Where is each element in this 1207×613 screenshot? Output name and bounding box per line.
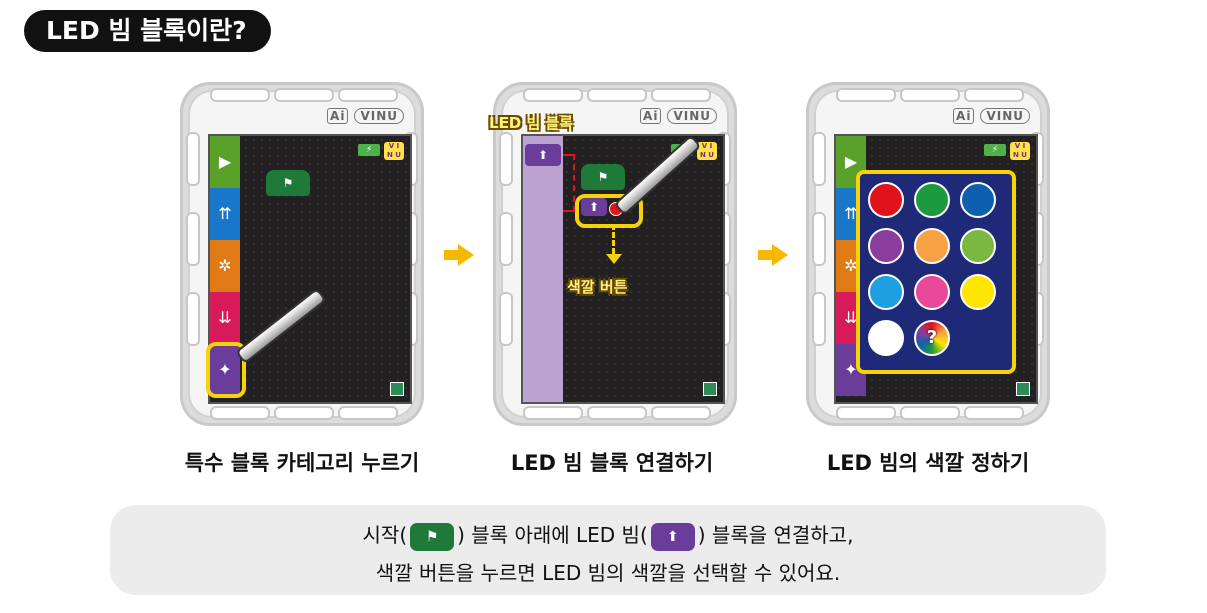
led-block-palette[interactable]: ⬆ bbox=[525, 144, 561, 166]
stylus-pen-icon bbox=[613, 134, 702, 216]
led-block-callout: LED 빔 블록 bbox=[489, 114, 574, 132]
color-palette-popup: ? bbox=[856, 170, 1016, 374]
category-bar: ▶ ⇈ ✲ ⇊ ✦ bbox=[210, 136, 240, 402]
category-sensor[interactable]: ✲ bbox=[210, 240, 240, 292]
category-motor[interactable]: ⇊ bbox=[210, 292, 240, 344]
color-swatch-green[interactable] bbox=[914, 182, 950, 218]
led-block-connected[interactable]: ⬆ bbox=[581, 198, 607, 216]
resize-icon[interactable] bbox=[1016, 382, 1030, 396]
color-swatch-purple[interactable] bbox=[868, 228, 904, 264]
vinu-logo: VINU bbox=[980, 108, 1030, 124]
info-box: 시작(⚑) 블록 아래에 LED 빔(⬆) 블록을 연결하고, 색깔 버튼을 누… bbox=[110, 505, 1106, 595]
upload-arrow-icon: ⬆ bbox=[650, 522, 695, 551]
right-arrow-icon bbox=[758, 244, 790, 266]
category-movement[interactable]: ⇈ bbox=[210, 188, 240, 240]
info-line-2: 색깔 버튼을 누르면 LED 빔의 색깔을 선택할 수 있어요. bbox=[375, 561, 841, 585]
color-swatch-orange[interactable] bbox=[914, 228, 950, 264]
highlight-special-category bbox=[206, 342, 246, 398]
start-block[interactable]: ⚑ bbox=[581, 164, 625, 190]
device-step-2: Ai VINU ⬆ ⚡ V IN U ⚑ ⬆ LED 빔 블록 색깔 버튼 bbox=[489, 82, 737, 426]
device-screen: ⬆ ⚡ V IN U ⚑ ⬆ bbox=[521, 134, 725, 404]
category-special[interactable]: ✦ bbox=[210, 344, 240, 396]
category-start[interactable]: ▶ bbox=[210, 136, 240, 188]
device-logo: Ai VINU bbox=[327, 108, 404, 124]
color-button-callout: 색깔 버튼 bbox=[567, 278, 628, 296]
special-block-drawer bbox=[523, 136, 563, 402]
page-title: LED 빔 블록이란? bbox=[24, 10, 271, 52]
ai-logo: Ai bbox=[327, 108, 349, 124]
color-swatch-yellow[interactable] bbox=[960, 274, 996, 310]
vinu-logo: VINU bbox=[667, 108, 717, 124]
color-swatch-lightgreen[interactable] bbox=[960, 228, 996, 264]
device-logo: Ai VINU bbox=[953, 108, 1030, 124]
stylus-pen-icon bbox=[235, 287, 327, 365]
step-1-label: 특수 블록 카테고리 누르기 bbox=[184, 451, 420, 475]
drag-path-line bbox=[563, 154, 575, 212]
step-3-label: LED 빔의 색깔 정하기 bbox=[826, 451, 1030, 475]
color-swatch-pink[interactable] bbox=[914, 274, 950, 310]
down-arrow-icon bbox=[606, 254, 622, 264]
color-swatch-white[interactable] bbox=[868, 320, 904, 356]
battery-icon: ⚡ bbox=[984, 144, 1006, 156]
color-swatch-red[interactable] bbox=[868, 182, 904, 218]
ai-logo: Ai bbox=[953, 108, 975, 124]
color-swatch-blue[interactable] bbox=[960, 182, 996, 218]
vinu-logo: VINU bbox=[354, 108, 404, 124]
color-swatch-skyblue[interactable] bbox=[868, 274, 904, 310]
right-arrow-icon bbox=[444, 244, 476, 266]
info-line-1: 시작(⚑) 블록 아래에 LED 빔(⬆) 블록을 연결하고, bbox=[110, 519, 1106, 551]
resize-icon[interactable] bbox=[703, 382, 717, 396]
flag-icon: ⚑ bbox=[410, 522, 455, 551]
start-block[interactable]: ⚑ bbox=[266, 170, 310, 196]
step-2-label: LED 빔 블록 연결하기 bbox=[510, 451, 714, 475]
battery-icon: ⚡ bbox=[358, 144, 380, 156]
resize-icon[interactable] bbox=[390, 382, 404, 396]
highlight-led-block bbox=[575, 194, 643, 228]
random-color-button[interactable]: ? bbox=[914, 320, 950, 356]
ai-logo: Ai bbox=[640, 108, 662, 124]
device-logo: Ai VINU bbox=[640, 108, 717, 124]
color-button-pointer bbox=[612, 224, 615, 254]
